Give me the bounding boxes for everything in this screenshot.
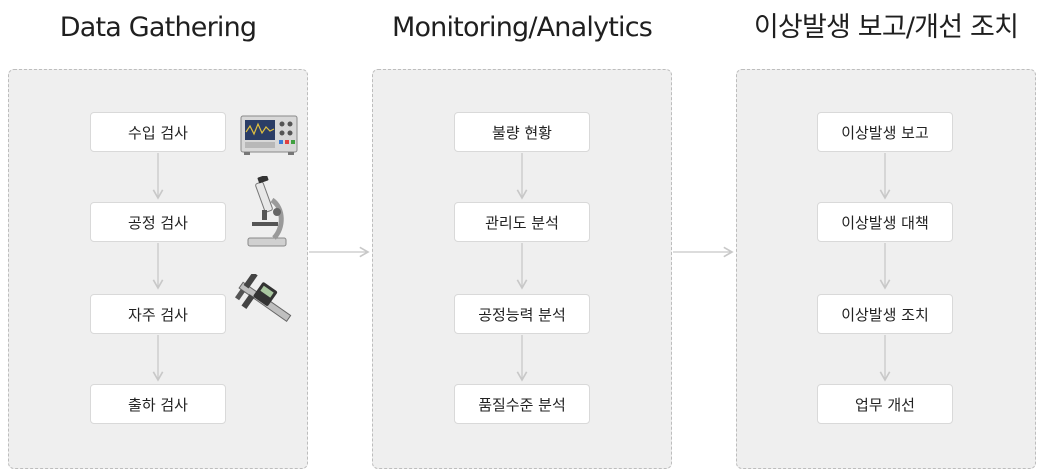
step-process-inspection: 공정 검사 xyxy=(90,202,226,242)
flow-arrows xyxy=(152,153,891,382)
column-title-monitoring-analytics: Monitoring/Analytics xyxy=(391,12,653,43)
step-incoming-inspection: 수입 검사 xyxy=(90,112,226,152)
microscope-icon xyxy=(247,176,287,247)
step-quality-level-analysis: 품질수준 분석 xyxy=(454,384,590,424)
step-process-capability-analysis: 공정능력 분석 xyxy=(454,294,590,334)
step-anomaly-countermeasure: 이상발생 대책 xyxy=(817,202,953,242)
column-title-data-gathering: Data Gathering xyxy=(59,12,257,43)
step-self-inspection: 자주 검사 xyxy=(90,294,226,334)
column-title-improvement-actions: 이상발생 보고/개선 조치 xyxy=(753,12,1019,43)
step-control-chart-analysis: 관리도 분석 xyxy=(454,202,590,242)
step-anomaly-report: 이상발생 보고 xyxy=(817,112,953,152)
oscilloscope-icon xyxy=(240,115,298,155)
step-anomaly-action: 이상발생 조치 xyxy=(817,294,953,334)
step-shipping-inspection: 출하 검사 xyxy=(90,384,226,424)
step-defect-status: 불량 현황 xyxy=(454,112,590,152)
step-work-improvement: 업무 개선 xyxy=(817,384,953,424)
caliper-icon xyxy=(234,274,292,322)
